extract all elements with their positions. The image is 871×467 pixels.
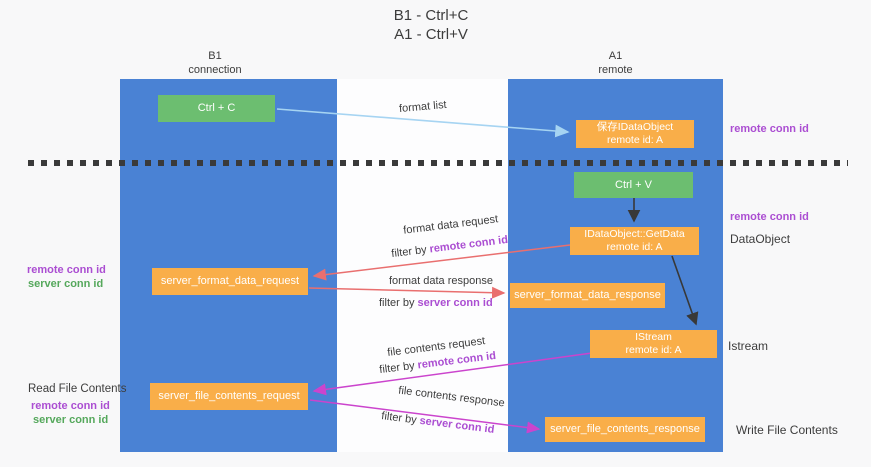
filter-key-server: server conn id — [417, 297, 493, 309]
lane-header-a1: A1 remote — [508, 49, 723, 77]
title-line-2: A1 - Ctrl+V — [394, 26, 468, 43]
format-request-label: server_format_data_request — [160, 275, 300, 287]
label-format-data-response: format data response — [389, 275, 493, 287]
label-left-remote-conn-id-2: remote conn id — [31, 400, 110, 412]
label-filter-server-1: filter by server conn id — [379, 297, 493, 309]
ctrl-c-label: Ctrl + C — [197, 102, 236, 114]
label-right-remote-conn-id-mid: remote conn id — [730, 211, 809, 223]
node-server-format-data-response: server_format_data_response — [510, 283, 665, 308]
label-dataobject: DataObject — [730, 232, 791, 246]
node-istream: IStream remote id: A — [590, 330, 717, 358]
label-write-file-contents: Write File Contents — [736, 423, 838, 437]
getdata-line1: IDataObject::GetData — [584, 228, 685, 240]
filter-by-text: filter by — [379, 297, 415, 309]
getdata-line2: remote id: A — [606, 241, 663, 253]
node-saved-dataobject: 保存IDataObject remote id: A — [576, 120, 694, 148]
node-getdata: IDataObject::GetData remote id: A — [570, 227, 699, 255]
title-line-1: B1 - Ctrl+C — [393, 7, 469, 24]
label-read-file-contents: Read File Contents — [28, 383, 127, 395]
node-server-file-contents-response: server_file_contents_response — [545, 417, 705, 442]
istream-line2: remote id: A — [625, 344, 682, 356]
saved-dataobject-line2: remote id: A — [606, 134, 664, 146]
node-ctrl-v: Ctrl + V — [574, 172, 693, 198]
lane-header-b1: B1 connection — [120, 49, 310, 77]
format-response-label: server_format_data_response — [514, 289, 661, 301]
label-left-server-conn-id-1: server conn id — [28, 278, 104, 290]
label-left-server-conn-id-2: server conn id — [33, 414, 109, 426]
saved-dataobject-line1: 保存IDataObject — [596, 121, 674, 133]
lane-a1-name: A1 — [608, 50, 623, 62]
label-left-remote-conn-id-1: remote conn id — [27, 264, 106, 276]
diagram-title: B1 - Ctrl+C A1 - Ctrl+V — [331, 6, 531, 44]
file-request-label: server_file_contents_request — [158, 390, 300, 402]
node-ctrl-c: Ctrl + C — [158, 95, 275, 122]
ctrl-v-label: Ctrl + V — [615, 178, 652, 191]
lane-a1-role: remote — [598, 64, 633, 76]
node-server-file-contents-request: server_file_contents_request — [150, 383, 308, 410]
file-response-label: server_file_contents_response — [550, 423, 700, 435]
label-istream: Istream — [728, 339, 769, 353]
node-server-format-data-request: server_format_data_request — [152, 268, 308, 295]
lane-b1-name: B1 — [208, 50, 222, 62]
dashed-separator — [28, 160, 848, 166]
label-right-remote-conn-id-top: remote conn id — [730, 123, 809, 135]
istream-line1: IStream — [635, 331, 672, 343]
lane-b1-role: connection — [188, 64, 242, 76]
